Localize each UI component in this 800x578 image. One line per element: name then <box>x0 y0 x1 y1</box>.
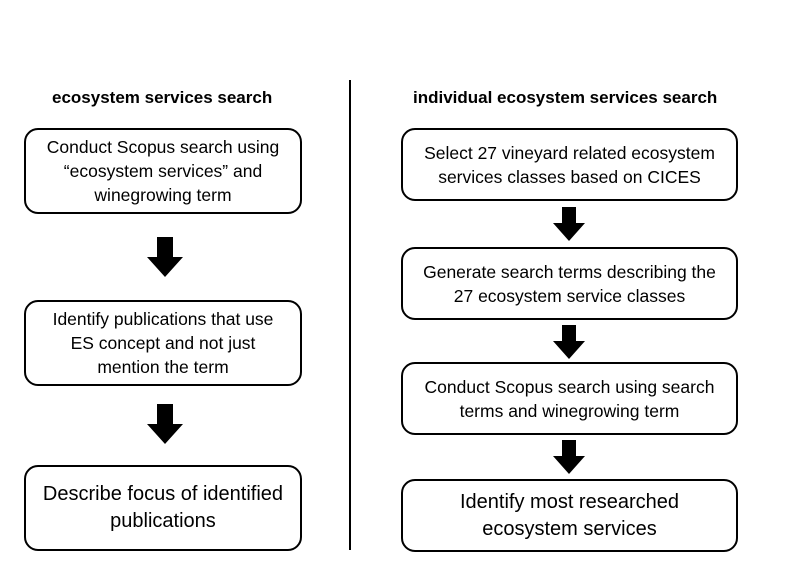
right-step-3-box: Conduct Scopus search using search terms… <box>401 362 738 435</box>
right-step-4-box: Identify most researched ecosystem servi… <box>401 479 738 552</box>
column-divider <box>349 80 351 550</box>
left-step-1-text: Conduct Scopus search using “ecosystem s… <box>47 135 280 207</box>
left-step-3-line-2: publications <box>110 510 216 532</box>
right-step-1-line-1: Select 27 vineyard related ecosystem <box>424 142 715 163</box>
right-step-1-box: Select 27 vineyard related ecosystem ser… <box>401 128 738 201</box>
right-step-3-text: Conduct Scopus search using search terms… <box>425 375 715 423</box>
left-step-2-text: Identify publications that use ES concep… <box>53 307 274 379</box>
right-step-4-line-2: ecosystem services <box>482 517 657 540</box>
right-step-3-line-1: Conduct Scopus search using search <box>424 376 715 397</box>
right-step-3-line-2: terms and winegrowing term <box>459 400 680 421</box>
left-step-3-line-1: Describe focus of identified <box>42 483 284 505</box>
left-step-1-line-3: winegrowing term <box>94 185 232 205</box>
right-down-arrow-2-icon <box>553 325 585 359</box>
right-step-1-line-2: services classes based on CICES <box>438 166 701 187</box>
right-step-2-line-2: 27 ecosystem service classes <box>453 285 686 306</box>
right-step-4-line-1: Identify most researched <box>460 490 679 513</box>
right-step-2-line-1: Generate search terms describing the <box>423 261 716 282</box>
left-down-arrow-1-icon <box>147 237 183 277</box>
right-down-arrow-1-icon <box>553 207 585 241</box>
right-column-heading: individual ecosystem services search <box>413 88 718 107</box>
left-step-3-box: Describe focus of identified publication… <box>24 465 302 551</box>
left-step-2-line-1: Identify publications that use <box>52 309 274 329</box>
left-step-1-line-1: Conduct Scopus search using <box>46 137 280 157</box>
left-down-arrow-2-icon <box>147 404 183 444</box>
left-step-3-text: Describe focus of identified publication… <box>43 481 283 535</box>
right-step-2-text: Generate search terms describing the 27 … <box>423 260 716 308</box>
left-step-2-box: Identify publications that use ES concep… <box>24 300 302 386</box>
left-step-2-line-3: mention the term <box>97 357 229 377</box>
left-step-1-line-2: “ecosystem services” and <box>63 161 263 181</box>
left-step-2-line-2: ES concept and not just <box>70 333 256 353</box>
right-step-4-text: Identify most researched ecosystem servi… <box>460 489 679 543</box>
right-step-2-box: Generate search terms describing the 27 … <box>401 247 738 320</box>
left-step-1-box: Conduct Scopus search using “ecosystem s… <box>24 128 302 214</box>
right-step-1-text: Select 27 vineyard related ecosystem ser… <box>424 141 715 189</box>
right-down-arrow-3-icon <box>553 440 585 474</box>
left-column-heading: ecosystem services search <box>52 88 273 107</box>
